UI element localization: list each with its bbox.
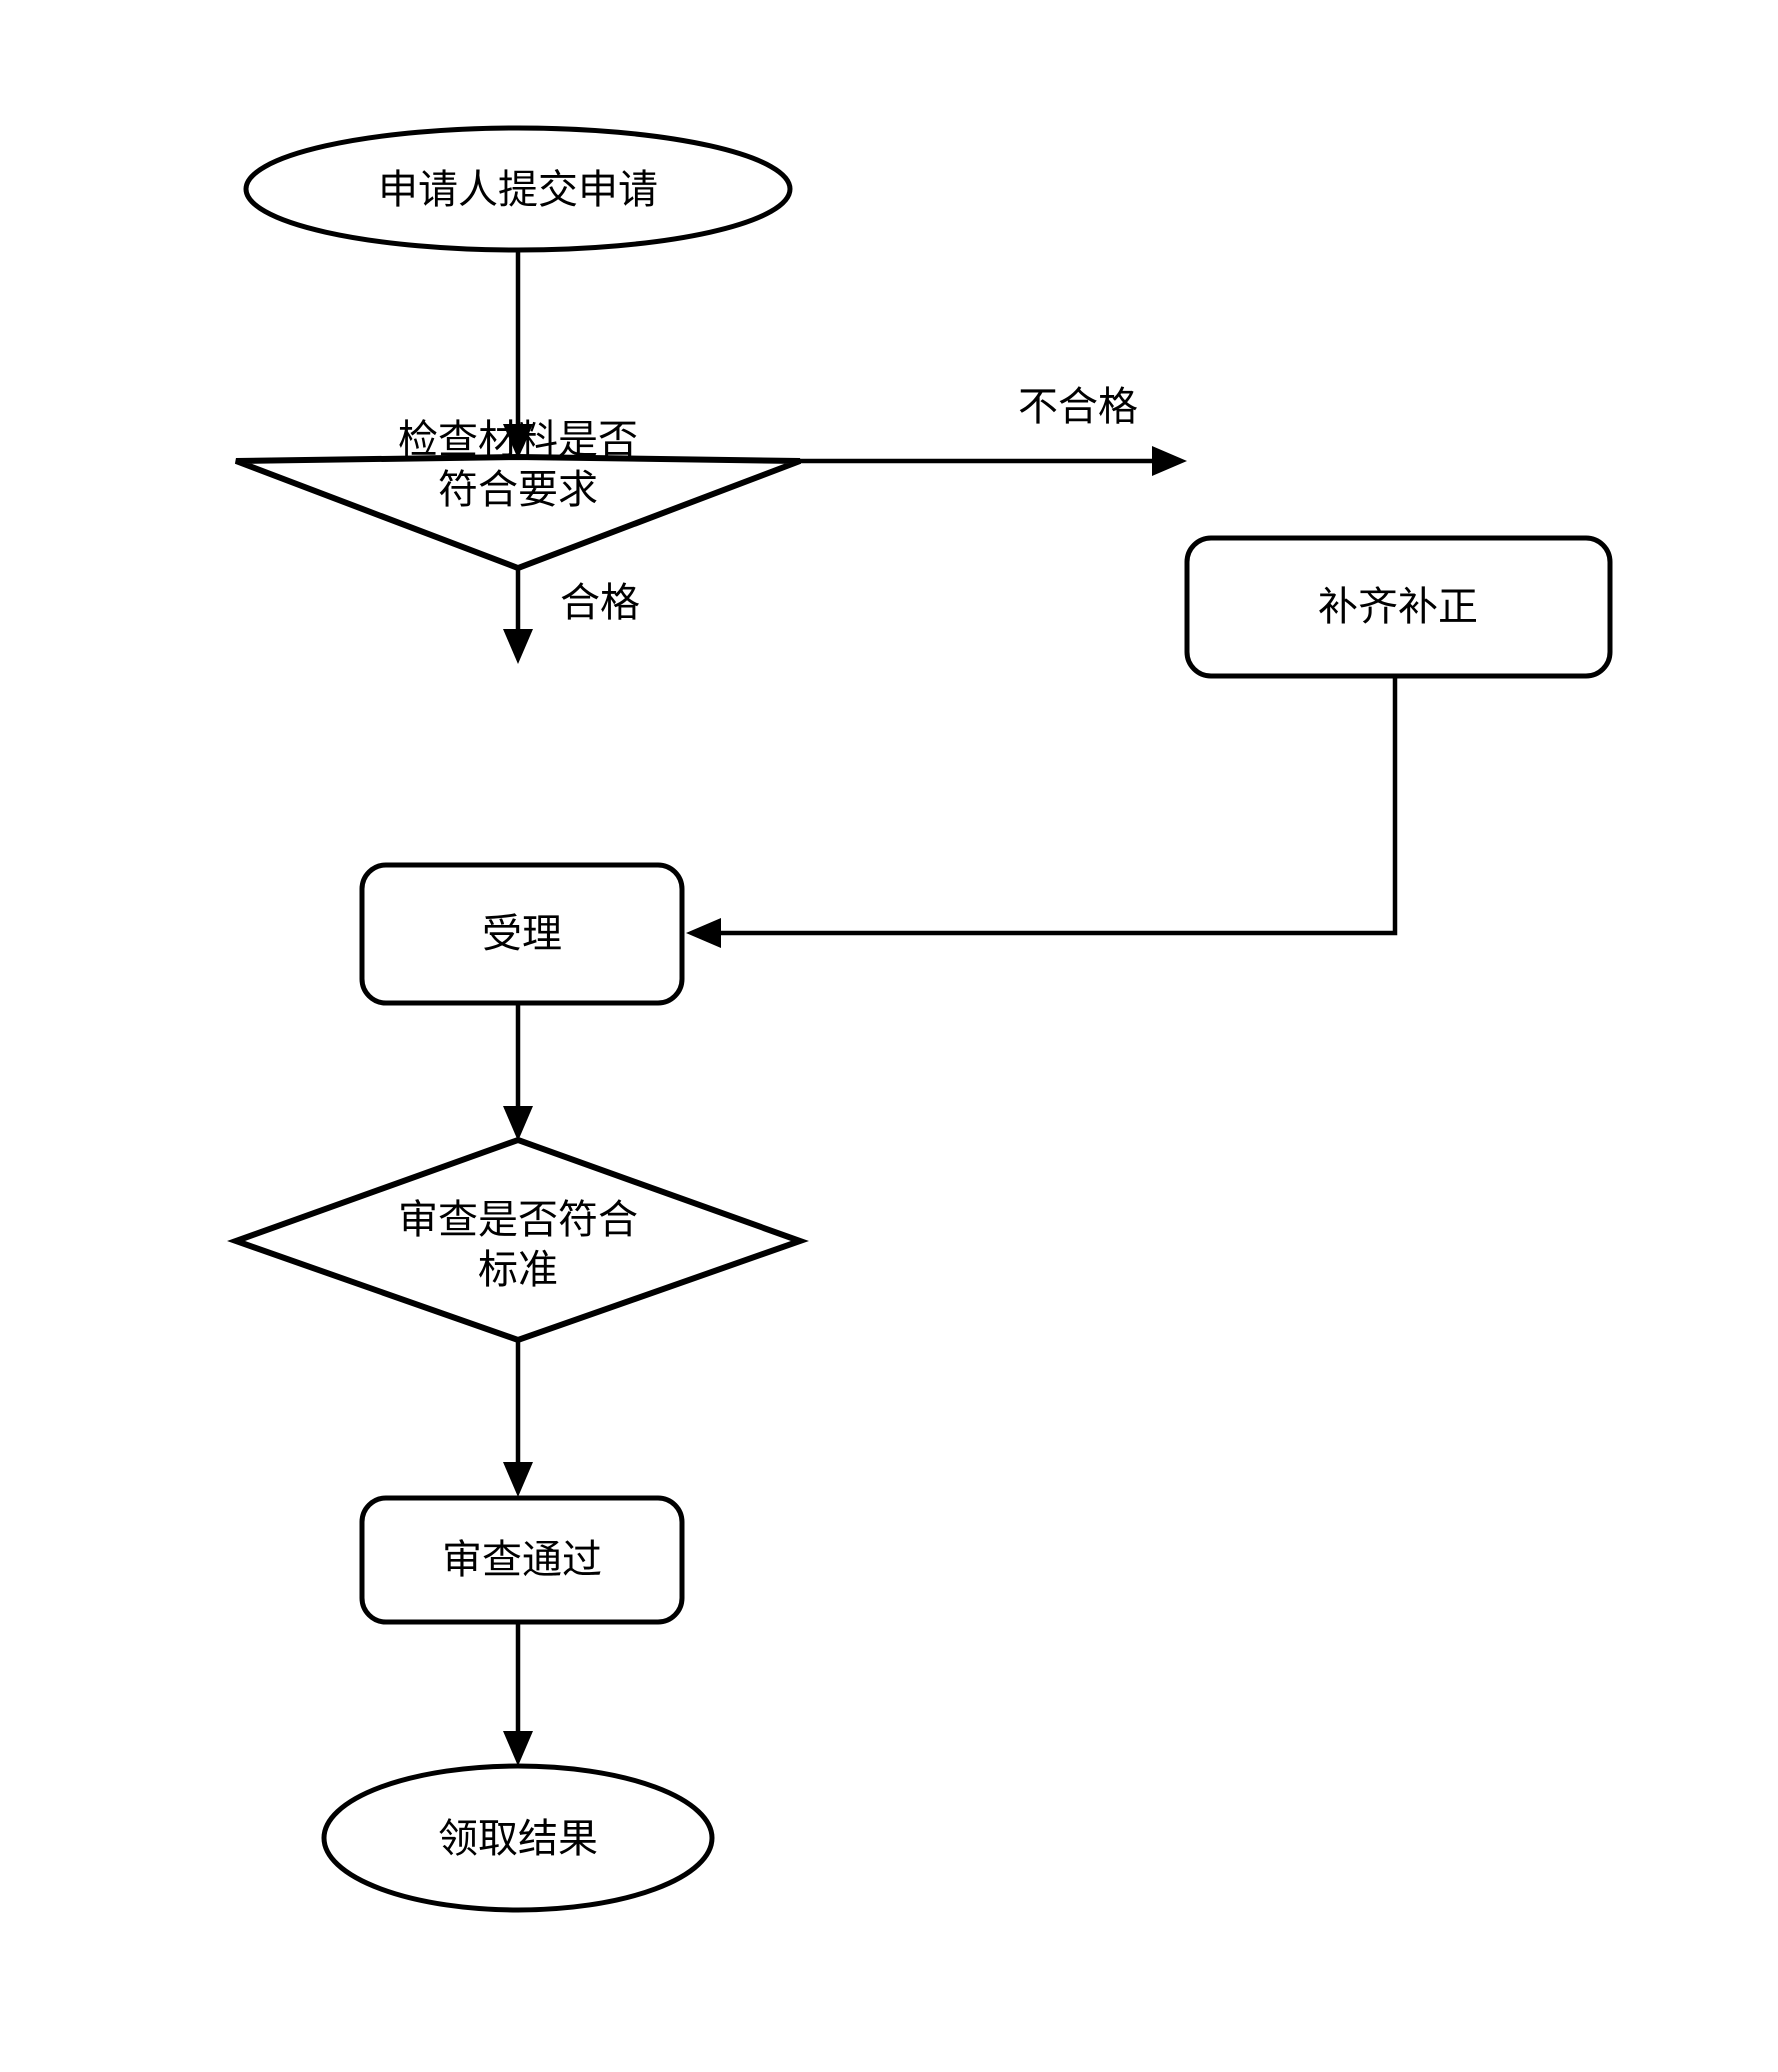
- edge-passed-to-end: [503, 1622, 533, 1766]
- node-review-standard-label-line2: 标准: [478, 1247, 558, 1293]
- node-accept[interactable]: 受理: [359, 862, 685, 1006]
- edge-check-to-accept: [503, 570, 533, 664]
- node-review-standard[interactable]: 审查是否符合 标准: [227, 1136, 809, 1344]
- arrowhead-icon: [503, 629, 533, 664]
- edge-check-to-supplement: [800, 446, 1187, 476]
- arrowhead-icon: [503, 1731, 533, 1766]
- edge-review-to-passed: [503, 1342, 533, 1497]
- arrowhead-icon: [1152, 446, 1187, 476]
- node-review-standard-label-line1: 审查是否符合: [398, 1197, 638, 1243]
- node-end-label: 领取结果: [438, 1816, 598, 1862]
- node-end[interactable]: 领取结果: [321, 1763, 715, 1913]
- node-start[interactable]: 申请人提交申请: [243, 125, 793, 253]
- edge-start-to-check: [503, 250, 533, 459]
- supplement-rect-shape: [1184, 535, 1613, 679]
- edge-line: [705, 676, 1398, 936]
- edge-label-hege: 合格: [560, 580, 640, 626]
- edge-supplement-to-accept: [686, 676, 1398, 948]
- node-supplement[interactable]: 补齐补正: [1184, 535, 1613, 679]
- node-accept-label: 受理: [482, 911, 562, 957]
- node-review-passed[interactable]: 审查通过: [359, 1495, 685, 1625]
- end-ellipse-shape: [321, 1763, 715, 1913]
- edge-label-buhege: 不合格: [1018, 384, 1138, 430]
- node-check-materials[interactable]: 检查材料是否 符合要求: [234, 417, 802, 572]
- review-passed-rect-shape: [359, 1495, 685, 1625]
- node-supplement-label: 补齐补正: [1318, 584, 1478, 630]
- arrowhead-icon: [503, 1106, 533, 1141]
- node-check-materials-label-line1: 检查材料是否: [398, 417, 638, 463]
- review-standard-diamond-shape: [227, 1136, 809, 1344]
- node-check-materials-label-line2: 符合要求: [438, 467, 598, 513]
- edge-accept-to-review: [503, 1003, 533, 1141]
- node-start-label: 申请人提交申请: [378, 167, 658, 213]
- start-ellipse-shape: [243, 125, 793, 253]
- arrowhead-icon: [503, 1462, 533, 1497]
- accept-rect-shape: [359, 862, 685, 1006]
- arrowhead-icon: [503, 424, 533, 459]
- node-review-passed-label: 审查通过: [442, 1537, 602, 1583]
- check-materials-diamond-shape: [234, 453, 802, 572]
- arrowhead-icon: [686, 918, 721, 948]
